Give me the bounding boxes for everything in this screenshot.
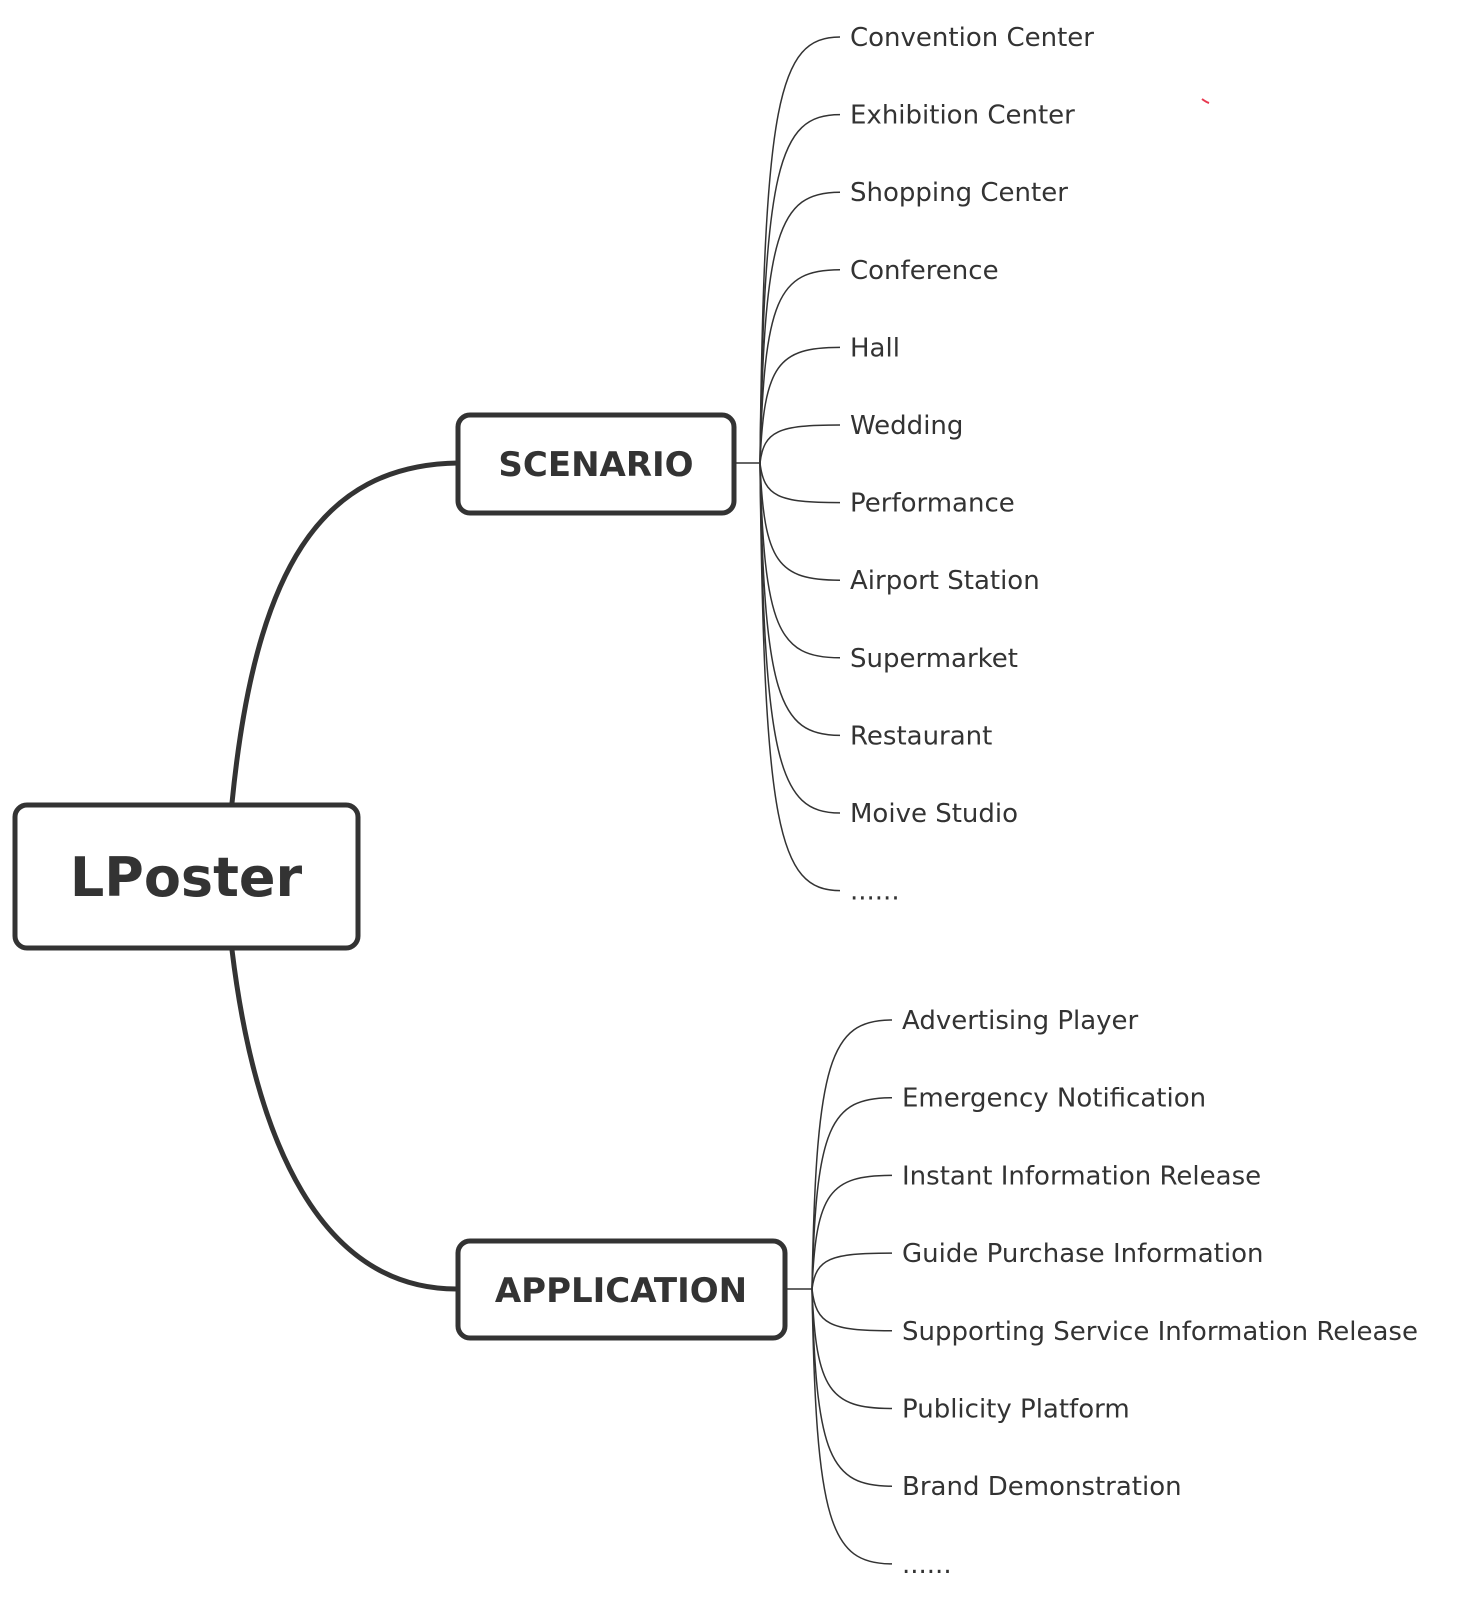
- application-leaf-connector: [811, 1288, 893, 1565]
- application-leaf-connector: [811, 1288, 893, 1410]
- scenario-branch[interactable]: SCENARIO: [455, 412, 760, 516]
- application-leaf-item[interactable]: Instant Information Release: [902, 1161, 1261, 1191]
- scenario-leaf-connector: [759, 424, 841, 464]
- application-leaf-item[interactable]: Supporting Service Information Release: [902, 1317, 1418, 1347]
- root-to-scenario-connector: [229, 460, 459, 804]
- root-node[interactable]: LPoster: [12, 802, 361, 951]
- root-node-box: [12, 802, 361, 951]
- application-leaf-connector: [811, 1096, 893, 1290]
- scenario-leaf-connector: [759, 462, 841, 814]
- scenario-leaf-item[interactable]: Conference: [850, 256, 999, 286]
- scenario-leaf-connector: [759, 346, 841, 464]
- stray-mark: [1201, 98, 1210, 104]
- scenario-leaf-connector: [759, 36, 841, 464]
- scenario-leaf-item[interactable]: Wedding: [850, 411, 963, 441]
- scenario-leaf-item[interactable]: Airport Station: [850, 566, 1040, 596]
- scenario-leaf-connector: [759, 462, 841, 581]
- scenario-leaf-item[interactable]: Performance: [850, 489, 1015, 519]
- scenario-leaf-connector: [759, 462, 841, 504]
- scenario-leaf-item[interactable]: Convention Center: [850, 23, 1094, 53]
- application-node-label: APPLICATION: [495, 1271, 747, 1311]
- application-leaf-item[interactable]: Publicity Platform: [902, 1395, 1130, 1425]
- root-node-label: LPoster: [70, 846, 303, 909]
- scenario-leaf-connector: [759, 113, 841, 464]
- application-leaf-item[interactable]: Guide Purchase Information: [902, 1239, 1263, 1269]
- scenario-leaf-connector: [759, 462, 841, 892]
- scenario-node-box: [455, 412, 737, 516]
- scenario-leaf-item[interactable]: Exhibition Center: [850, 101, 1075, 131]
- scenario-leaf-item[interactable]: ......: [850, 877, 900, 907]
- application-leaf-item[interactable]: Brand Demonstration: [902, 1472, 1182, 1502]
- scenario-leaf-connector: [759, 191, 841, 464]
- root-to-application-connector: [229, 949, 459, 1292]
- application-branch[interactable]: APPLICATION: [455, 1238, 812, 1341]
- application-leaf-connector: [811, 1252, 893, 1290]
- scenario-leaf-item[interactable]: Moive Studio: [850, 799, 1018, 829]
- application-leaf-item[interactable]: ......: [902, 1550, 952, 1580]
- scenario-leaf-item[interactable]: Restaurant: [850, 721, 992, 751]
- application-leaf-item[interactable]: Emergency Notification: [902, 1084, 1206, 1114]
- scenario-leaf-item[interactable]: Shopping Center: [850, 178, 1068, 208]
- application-leaf-connector: [811, 1288, 893, 1332]
- scenario-leaf-item[interactable]: Supermarket: [850, 644, 1018, 674]
- scenario-node-label: SCENARIO: [498, 445, 693, 485]
- application-leaf-connector: [811, 1174, 893, 1290]
- application-leaf-connector: [811, 1019, 893, 1290]
- scenario-leaf-connector: [759, 462, 841, 659]
- scenario-leaf-item[interactable]: Hall: [850, 333, 900, 363]
- application-leaf-connector: [811, 1288, 893, 1487]
- application-leaf-item[interactable]: Advertising Player: [902, 1006, 1139, 1036]
- scenario-leaf-connector: [759, 462, 841, 737]
- scenario-leaf-connector: [759, 269, 841, 464]
